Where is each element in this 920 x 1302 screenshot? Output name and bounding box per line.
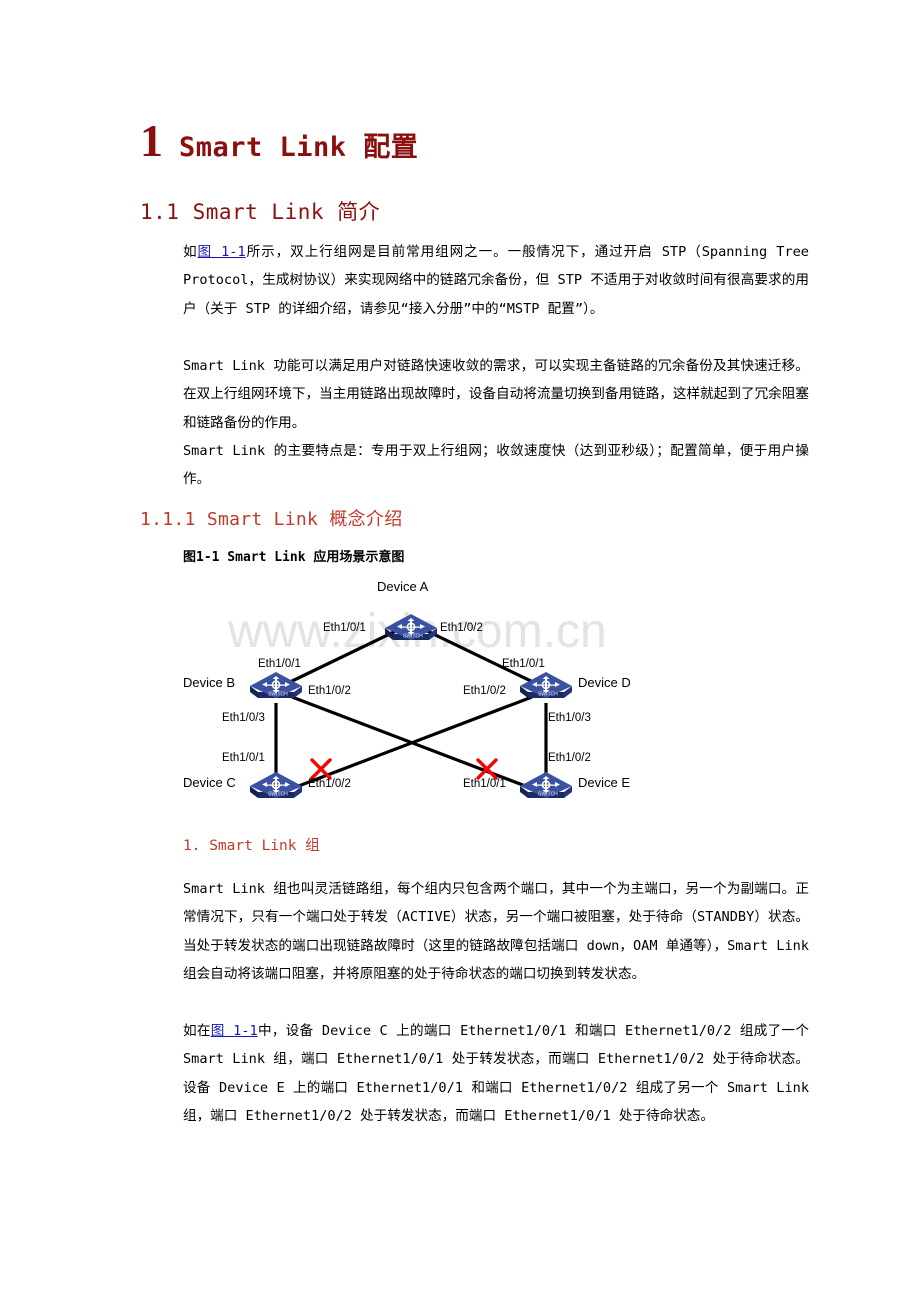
network-topology-figure: SWITCH SWITCH	[180, 575, 810, 810]
port-label-d-up: Eth1/0/1	[502, 658, 545, 670]
paragraph-intro: 如图 1-1所示，双上行组网是目前常用组网之一。一般情况下，通过开启 STP（S…	[183, 238, 809, 323]
port-label-c-up: Eth1/0/1	[222, 752, 265, 764]
port-label-e-up: Eth1/0/2	[548, 752, 591, 764]
port-label-a-left: Eth1/0/1	[323, 622, 366, 634]
paragraph-intro-part-b: 所示，双上行组网是目前常用组网之一。一般情况下，通过开启 STP（Spannin…	[183, 244, 809, 317]
node-label-device-d: Device D	[578, 675, 631, 690]
switch-icon-device-c: SWITCH	[250, 772, 302, 798]
switch-icon-device-b: SWITCH	[250, 672, 302, 698]
link-a-d	[424, 628, 536, 685]
chapter-title: 1 Smart Link 配置	[140, 118, 418, 164]
switch-icon-device-e: SWITCH	[520, 772, 572, 798]
port-label-d-down: Eth1/0/3	[548, 712, 591, 724]
port-label-c-right: Eth1/0/2	[308, 778, 351, 790]
link-b-a	[287, 628, 399, 685]
subheading-smart-link-group: 1. Smart Link 组	[183, 838, 320, 854]
blocked-marker-e	[476, 758, 498, 780]
heading-1-1-1: 1.1.1 Smart Link 概念介绍	[140, 509, 403, 530]
chapter-number: 1	[140, 115, 163, 166]
svg-text:SWITCH: SWITCH	[538, 692, 558, 698]
svg-text:SWITCH: SWITCH	[403, 634, 423, 640]
paragraph-example-part-a: 如在	[183, 1023, 211, 1039]
svg-text:SWITCH: SWITCH	[538, 792, 558, 798]
paragraph-features: Smart Link 的主要特点是：专用于双上行组网；收敛速度快（达到亚秒级）；…	[183, 443, 809, 488]
node-label-device-e: Device E	[578, 775, 631, 790]
port-label-b-down: Eth1/0/3	[222, 712, 265, 724]
switch-icon-device-a: SWITCH	[385, 614, 437, 640]
figure-reference-link[interactable]: 图 1-1	[197, 244, 246, 260]
node-label-device-b: Device B	[183, 675, 236, 690]
port-label-d-left: Eth1/0/2	[463, 685, 506, 697]
port-label-e-left: Eth1/0/1	[463, 778, 506, 790]
blocked-marker-c	[310, 758, 332, 780]
figure-reference-link-2[interactable]: 图 1-1	[210, 1023, 258, 1039]
port-label-b-right: Eth1/0/2	[308, 685, 351, 697]
topology-links	[274, 628, 548, 789]
port-label-a-right: Eth1/0/2	[440, 622, 483, 634]
node-label-device-c: Device C	[183, 775, 236, 790]
link-d-c	[295, 695, 533, 789]
paragraph-function: Smart Link 功能可以满足用户对链路快速收敛的需求，可以实现主备链路的冗…	[183, 358, 809, 431]
node-label-device-a: Device A	[377, 579, 429, 594]
switch-icon-device-d: SWITCH	[520, 672, 572, 698]
figure-caption: 图1-1 Smart Link 应用场景示意图	[183, 550, 405, 565]
paragraph-group-desc: Smart Link 组也叫灵活链路组，每个组内只包含两个端口，其中一个为主端口…	[183, 881, 809, 983]
paragraph-intro-part-a: 如	[183, 244, 198, 260]
paragraph-example: 如在图 1-1中，设备 Device C 上的端口 Ethernet1/0/1 …	[183, 1017, 809, 1131]
chapter-title-text: Smart Link 配置	[179, 132, 419, 163]
heading-1-1: 1.1 Smart Link 简介	[140, 200, 381, 224]
paragraph-example-part-b: 中，设备 Device C 上的端口 Ethernet1/0/1 和端口 Eth…	[183, 1023, 809, 1125]
svg-text:SWITCH: SWITCH	[268, 792, 288, 798]
svg-text:SWITCH: SWITCH	[268, 692, 288, 698]
port-label-b-up: Eth1/0/1	[258, 658, 301, 670]
